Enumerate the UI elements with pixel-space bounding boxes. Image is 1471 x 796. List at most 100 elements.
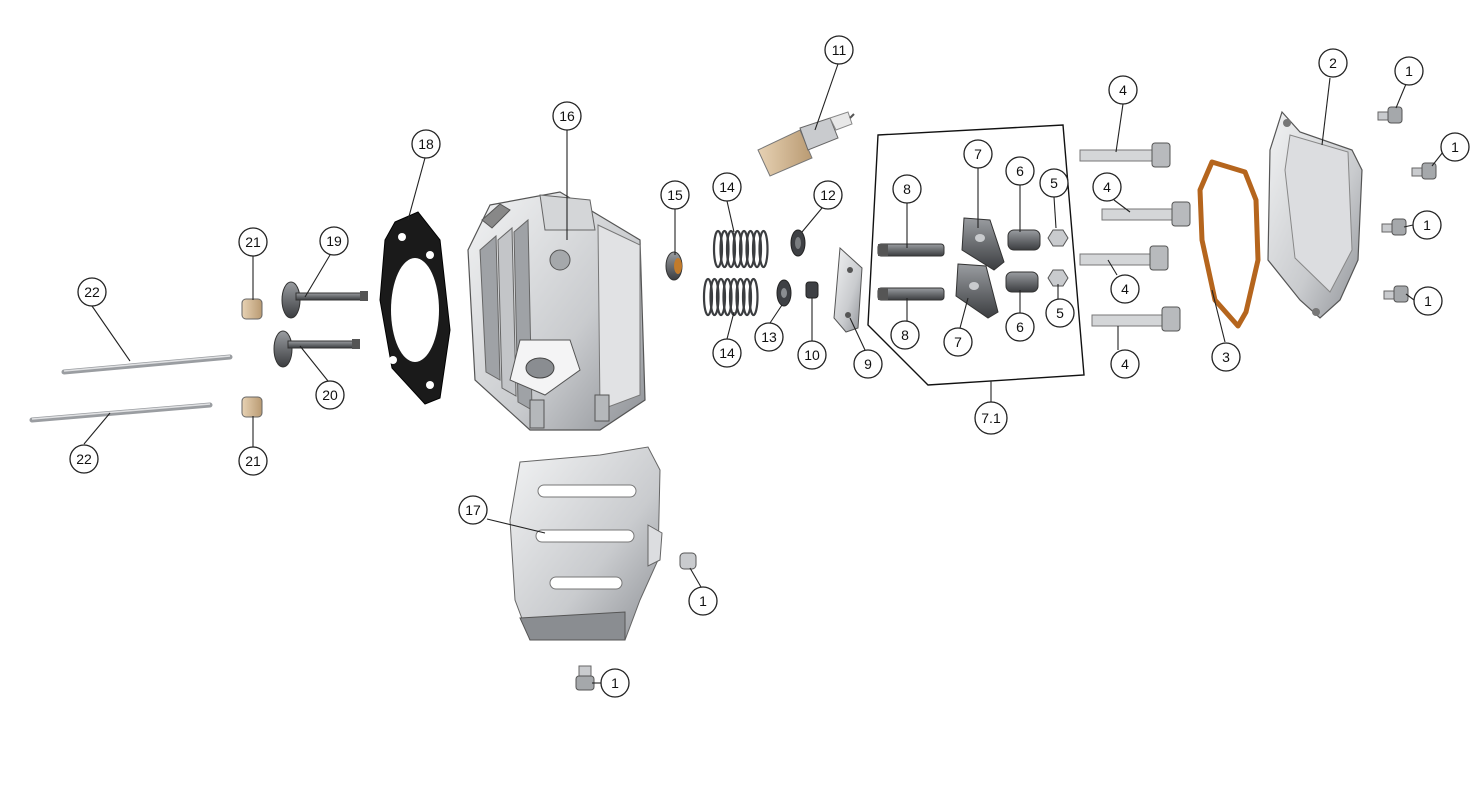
head-cover [1267,110,1363,319]
svg-text:7.1: 7.1 [981,410,1001,426]
rocker-arm-stud-lower [877,287,945,301]
spring-coil [751,229,763,269]
pivot-adjusting-nut-lower [1047,269,1069,287]
callout-22-lower: 22 [69,444,99,474]
cylinder-head-gasket [379,211,451,405]
callout-13: 13 [754,322,784,352]
head-cover-bolt-1 [1079,142,1171,168]
push-rod-upper [61,354,233,375]
callout-21-upper: 21 [238,227,268,257]
callout-7-lower: 7 [943,327,973,357]
svg-text:14: 14 [719,345,735,361]
push-rod-guide-plate [833,246,863,333]
svg-text:15: 15 [667,187,683,203]
spring-retainer [790,229,806,257]
valve-spring-seat [776,279,792,307]
callout-16: 16 [552,101,582,131]
callout-11: 11 [824,35,854,65]
spring-coil [722,277,733,317]
callout-7-1: 7.1 [974,401,1008,435]
cover-screw-1 [1377,106,1403,124]
head-cover-bolt-3 [1079,245,1169,271]
valve-spring-lower [702,277,759,317]
push-rod-guide-upper [241,298,263,320]
head-cover-bolt-4 [1091,306,1181,332]
svg-text:13: 13 [761,329,777,345]
callout-20: 20 [315,380,345,410]
spring-coil [719,229,730,269]
svg-text:1: 1 [699,593,707,609]
spring-coil [745,229,756,269]
svg-text:1: 1 [1451,139,1459,155]
svg-text:7: 7 [974,146,982,162]
svg-text:19: 19 [326,233,342,249]
svg-text:16: 16 [559,108,575,124]
callout-7-upper: 7 [963,139,993,169]
callout-6-upper: 6 [1005,156,1035,186]
push-rod-lower [29,402,213,423]
valve-stem-seal [805,281,819,299]
svg-text:6: 6 [1016,163,1024,179]
leader-lines [83,63,1444,684]
intake-valve [281,281,368,319]
callout-4-a: 4 [1108,75,1138,105]
svg-text:4: 4 [1121,281,1129,297]
callout-1-e: 1 [688,586,718,616]
svg-text:14: 14 [719,179,735,195]
callout-17: 17 [458,495,488,525]
spring-coil [732,229,743,269]
svg-text:5: 5 [1056,305,1064,321]
spring-coil [712,229,724,269]
spring-coil [748,277,759,317]
callout-3: 3 [1211,342,1241,372]
callout-4-b: 4 [1092,172,1122,202]
svg-text:8: 8 [903,181,911,197]
heat-shield [509,446,663,641]
exhaust-valve [273,330,360,368]
svg-text:22: 22 [76,451,92,467]
callout-1-f: 1 [600,668,630,698]
svg-text:22: 22 [84,284,100,300]
callout-1-d: 1 [1413,286,1443,316]
callout-4-c: 4 [1110,274,1140,304]
rocker-arm-lower [955,263,999,319]
callout-8-lower: 8 [890,320,920,350]
spring-coil [741,277,753,317]
spring-coil [738,229,750,269]
callout-5-lower: 5 [1045,298,1075,328]
callout-6-lower: 6 [1005,312,1035,342]
callout-5-upper: 5 [1039,168,1069,198]
spring-coil [702,277,714,317]
callout-15: 15 [660,180,690,210]
spring-coil [728,277,740,317]
svg-text:21: 21 [245,453,261,469]
valve-spring-upper [712,229,769,269]
callout-4-d: 4 [1110,349,1140,379]
spring-coil [735,277,746,317]
spring-coil [715,277,727,317]
rocker-arm-upper [961,217,1005,271]
callout-14-lower: 14 [712,338,742,368]
heat-shield-screw-upper [679,552,697,570]
svg-text:4: 4 [1121,356,1129,372]
svg-text:1: 1 [611,675,619,691]
callout-10: 10 [797,340,827,370]
svg-text:4: 4 [1103,179,1111,195]
valve-rotator-cap [665,251,683,281]
callout-18: 18 [411,129,441,159]
svg-text:17: 17 [465,502,481,518]
svg-text:6: 6 [1016,319,1024,335]
push-rod-guide-lower [241,396,263,418]
callout-21-lower: 21 [238,446,268,476]
callout-22-upper: 22 [77,277,107,307]
svg-text:12: 12 [820,187,836,203]
svg-text:7: 7 [954,334,962,350]
rocker-arm-assembly-outline [867,124,1085,386]
callout-19: 19 [319,226,349,256]
head-cover-bolt-2 [1101,201,1191,227]
svg-text:9: 9 [864,356,872,372]
callout-1-c: 1 [1412,210,1442,240]
spring-coil [725,229,737,269]
svg-text:8: 8 [901,327,909,343]
